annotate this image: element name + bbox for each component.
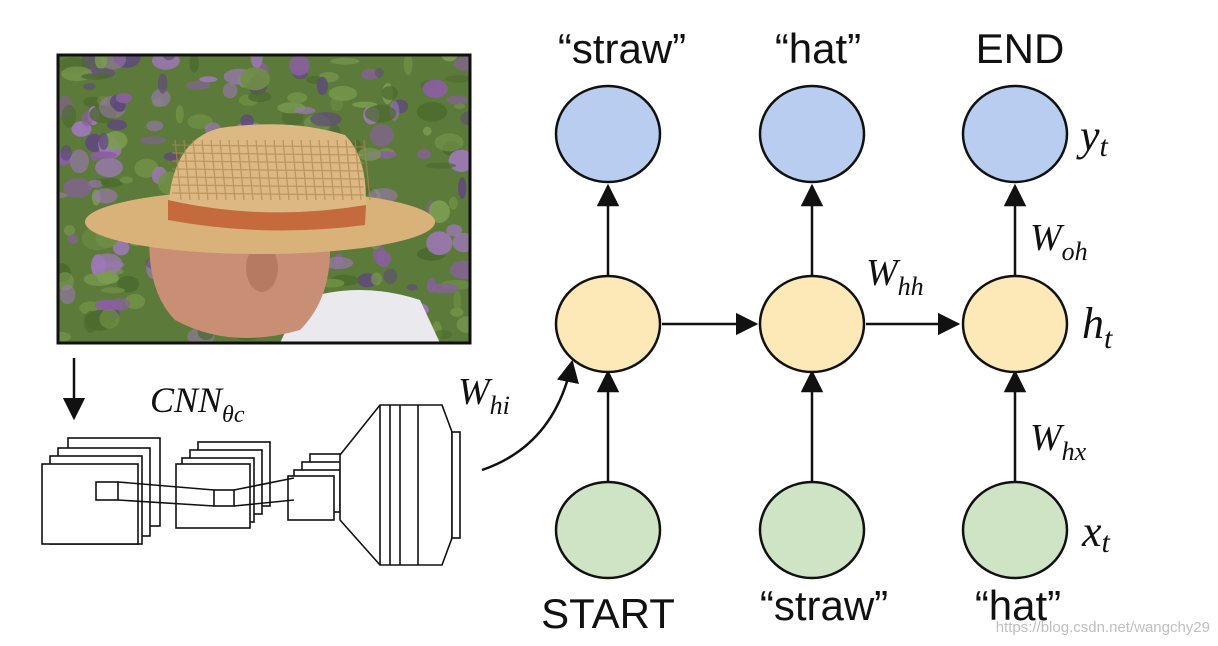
whi-arrow xyxy=(481,359,579,472)
output-node-2 xyxy=(758,84,866,184)
whi-label: Whi xyxy=(458,371,510,420)
cnn-label: CNNθc xyxy=(150,380,245,428)
input-word-3: “hat” xyxy=(975,582,1061,629)
photo-man-straw-hat xyxy=(56,53,472,345)
output-node-3 xyxy=(961,84,1069,184)
watermark: https://blog.csdn.net/wangchy29 xyxy=(996,619,1210,636)
output-word-1: “straw” xyxy=(558,25,686,72)
input-node-1 xyxy=(554,480,662,580)
input-word-1: START xyxy=(541,590,675,637)
xt-label: xt xyxy=(1081,507,1111,559)
whx-label: Whx xyxy=(1030,417,1087,466)
hidden-node-1 xyxy=(554,274,662,374)
yt-label: yt xyxy=(1076,111,1109,163)
input-node-2 xyxy=(758,480,866,580)
ht-label: ht xyxy=(1082,299,1113,355)
whh-label: Whh xyxy=(866,252,924,301)
woh-label: Woh xyxy=(1030,217,1088,266)
hidden-node-3 xyxy=(961,274,1069,374)
cnn-block xyxy=(41,404,461,566)
input-node-3 xyxy=(961,480,1069,580)
input-word-2: “straw” xyxy=(760,582,888,629)
output-node-1 xyxy=(554,84,662,184)
output-word-3: END xyxy=(976,25,1065,72)
output-word-2: “hat” xyxy=(775,25,861,72)
hidden-node-2 xyxy=(758,274,866,374)
